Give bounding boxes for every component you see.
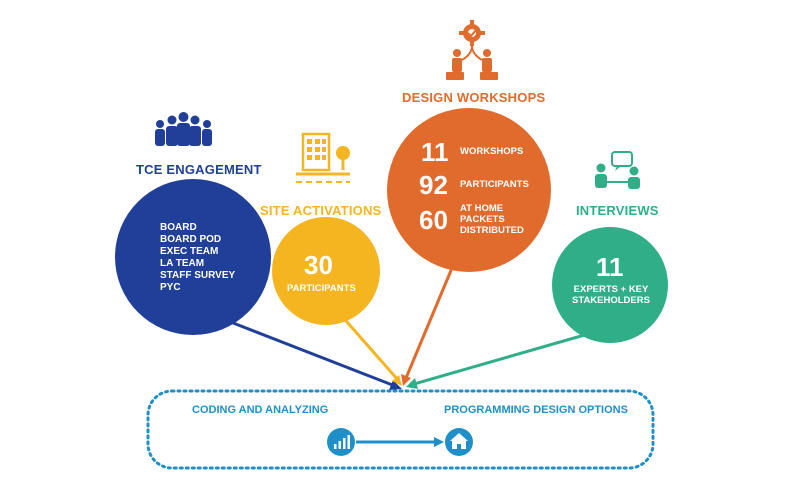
workshops-circle bbox=[387, 108, 551, 272]
arrow-site bbox=[338, 313, 402, 386]
building-tree-icon bbox=[296, 132, 350, 183]
home-icon bbox=[445, 428, 473, 456]
site-title: SITE ACTIVATIONS bbox=[260, 203, 382, 218]
tce-circle bbox=[115, 179, 271, 335]
participants-number: 92 bbox=[419, 170, 448, 200]
process-arrowhead bbox=[434, 437, 444, 447]
interviews-count: 11 bbox=[596, 252, 624, 282]
coding-label: CODING AND ANALYZING bbox=[192, 404, 329, 416]
tce-list: BOARD BOARD POD EXEC TEAM LA TEAM STAFF … bbox=[160, 222, 235, 294]
tce-item: PYC bbox=[160, 282, 181, 293]
interviews-title: INTERVIEWS bbox=[576, 203, 659, 218]
interviews-circle bbox=[552, 227, 668, 343]
tce-item: LA TEAM bbox=[160, 258, 205, 269]
participants-label: PARTICIPANTS bbox=[460, 179, 529, 190]
tce-item: STAFF SURVEY bbox=[160, 270, 236, 281]
interviews-label: EXPERTS + KEY STAKEHOLDERS bbox=[572, 284, 650, 306]
site-label: PARTICIPANTS bbox=[287, 283, 356, 294]
workshops-number: 11 bbox=[421, 137, 449, 167]
workshops-title: DESIGN WORKSHOPS bbox=[402, 90, 546, 105]
arrow-interviews bbox=[406, 332, 589, 389]
site-count: 30 bbox=[304, 250, 333, 280]
chart-icon bbox=[327, 428, 355, 456]
tce-item: BOARD POD bbox=[160, 234, 222, 245]
site-circle bbox=[272, 217, 380, 325]
programming-label: PROGRAMMING DESIGN OPTIONS bbox=[444, 404, 628, 416]
people-group-icon bbox=[155, 112, 212, 146]
tce-title: TCE ENGAGEMENT bbox=[136, 162, 262, 177]
tce-item: EXEC TEAM bbox=[160, 246, 219, 257]
arrow-tce bbox=[204, 310, 402, 390]
tce-item: BOARD bbox=[160, 222, 197, 233]
workshop-collaboration-icon bbox=[446, 20, 498, 80]
packets-number: 60 bbox=[419, 205, 448, 235]
packets-label: AT HOME PACKETS DISTRIBUTED bbox=[460, 203, 524, 236]
workshops-label: WORKSHOPS bbox=[460, 146, 524, 157]
conversation-icon bbox=[595, 151, 640, 189]
process-box bbox=[146, 389, 655, 470]
arrow-workshops bbox=[401, 267, 454, 386]
